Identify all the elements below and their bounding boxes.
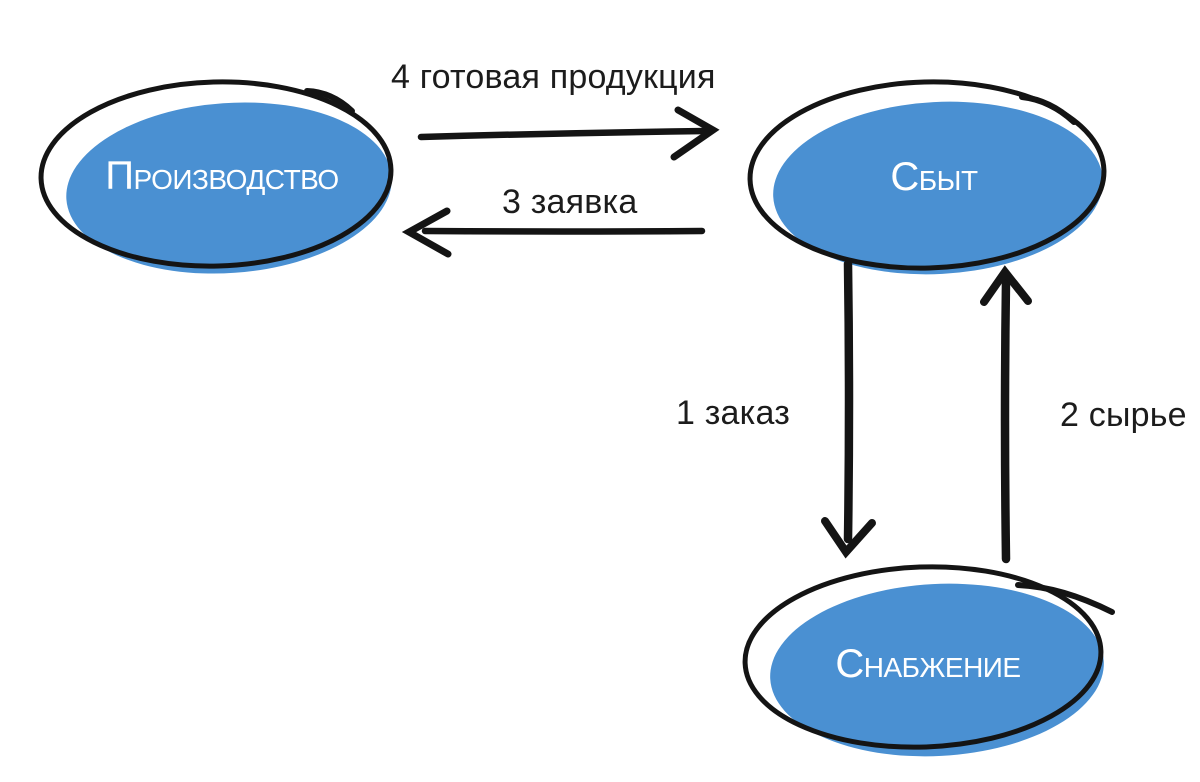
- edge-finished-goods: 4 готовая продукция: [391, 58, 720, 161]
- edge-request-line: [421, 227, 706, 235]
- edge-request-label: 3 заявка: [502, 183, 637, 221]
- node-production-pen-accent: [304, 88, 355, 114]
- node-production-label: Производство: [105, 154, 338, 198]
- edge-order-arrowhead-down-icon: [821, 517, 876, 559]
- node-supply-fill: [770, 583, 1104, 757]
- edge-finished-goods-arrowhead-right-icon: [670, 106, 720, 161]
- edge-order-line: [843, 259, 854, 544]
- edge-raw-materials-line: [1000, 276, 1011, 564]
- node-supply-outline: [742, 564, 1104, 750]
- node-supply: Снабжение: [742, 564, 1115, 757]
- node-sales-label: Сбыт: [890, 155, 978, 199]
- node-production: Производство: [38, 79, 394, 274]
- node-production-fill: [66, 102, 392, 274]
- edge-request: 3 заявка: [401, 183, 706, 258]
- edge-request-arrowhead-left-icon: [401, 207, 452, 258]
- edge-raw-materials-arrowhead-up-icon: [980, 265, 1032, 306]
- edge-order-label: 1 заказ: [676, 394, 790, 432]
- edge-finished-goods-line: [417, 127, 710, 141]
- node-sales-pen-accent: [1019, 94, 1077, 125]
- edge-order: 1 заказ: [676, 259, 876, 559]
- node-sales-outline: [747, 79, 1107, 271]
- edge-raw-materials-label: 2 сырье: [1060, 396, 1187, 434]
- node-supply-pen-accent: [1015, 582, 1115, 615]
- node-supply-label: Снабжение: [835, 642, 1020, 686]
- node-sales: Сбыт: [747, 79, 1107, 275]
- node-production-outline: [38, 79, 394, 269]
- edge-finished-goods-label: 4 готовая продукция: [391, 58, 716, 96]
- node-sales-fill: [773, 101, 1103, 275]
- edge-raw-materials: 2 сырье: [980, 265, 1187, 564]
